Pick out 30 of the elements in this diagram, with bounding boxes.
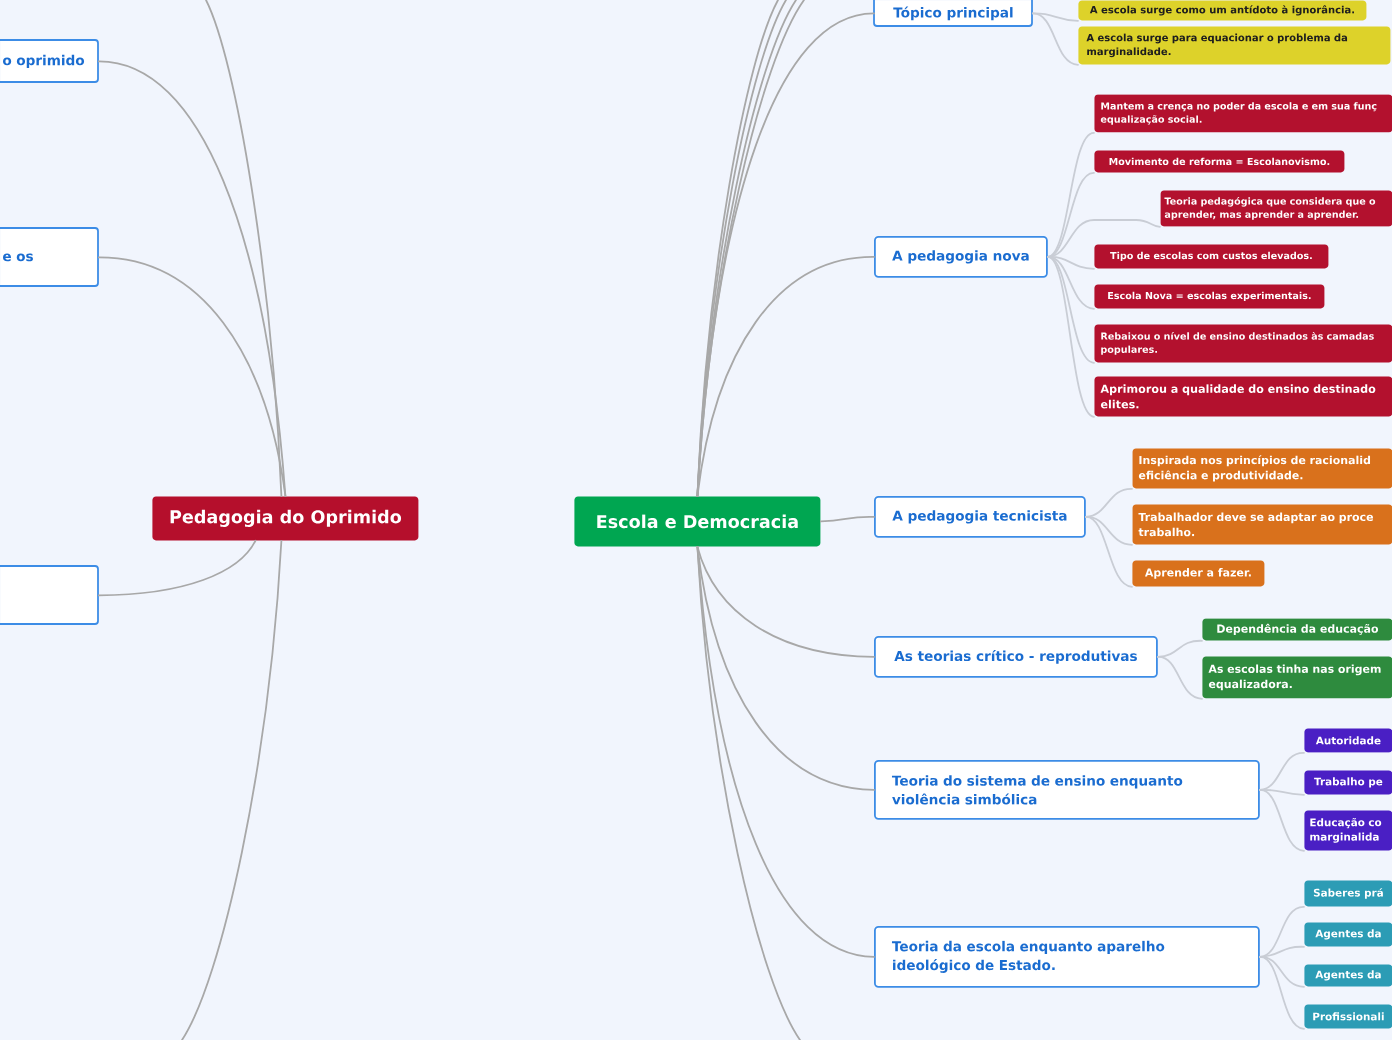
connector-line — [1156, 656, 1203, 700]
connector-line — [1046, 171, 1095, 258]
connector-line — [1031, 12, 1079, 22]
connector-line — [1046, 256, 1095, 364]
connector-line — [1156, 639, 1203, 658]
connector-line — [696, 545, 801, 1040]
topic-box — [0, 565, 99, 625]
connector-line — [97, 60, 287, 497]
connector-line — [181, 539, 283, 1040]
main-topic-box: Escola e Democracia — [574, 496, 821, 547]
connector-line — [1084, 516, 1133, 588]
connector-line — [1258, 905, 1305, 958]
connector-line — [696, 256, 875, 497]
connector-line — [696, 545, 875, 958]
connector-line — [97, 256, 287, 497]
connector-line — [1258, 788, 1305, 796]
connector-line — [1258, 789, 1305, 852]
connector-line — [819, 515, 875, 523]
connector-line — [696, 545, 875, 658]
main-topic-box: Pedagogia do Oprimido — [152, 496, 419, 541]
connector-line — [205, 0, 283, 497]
connector-line — [1084, 487, 1133, 518]
connector-line — [1084, 516, 1133, 546]
connector-line — [1046, 131, 1095, 258]
connector-line — [1258, 956, 1305, 1030]
connector-line — [1031, 12, 1079, 66]
connector-line — [696, 545, 875, 791]
connector-line — [1258, 751, 1305, 791]
connector-line — [1046, 256, 1095, 418]
connector-line — [97, 539, 257, 597]
